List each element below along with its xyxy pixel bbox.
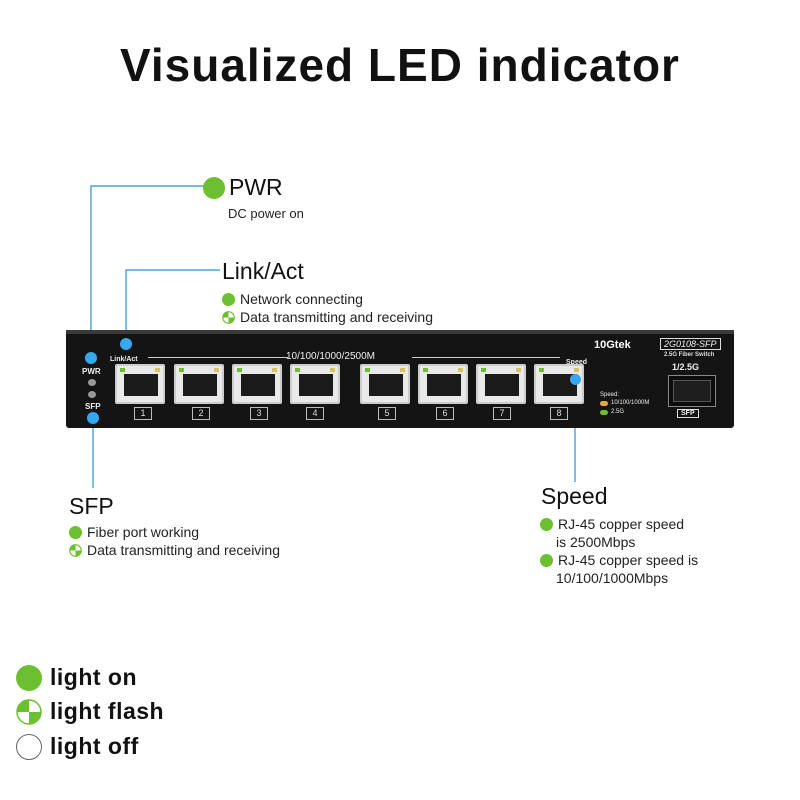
green-dot-icon xyxy=(203,176,225,199)
speed-legend-1: 10/100/1000M xyxy=(600,400,649,406)
legend-light-off-text: light off xyxy=(50,733,139,759)
sfp-port[interactable] xyxy=(668,375,716,407)
device-subtitle: 2.5G Fiber Switch xyxy=(664,352,715,358)
port-number: 2 xyxy=(192,407,210,420)
speed-legend-2-text: 2.5G xyxy=(611,409,625,415)
link-item-1: Network connecting xyxy=(222,290,363,308)
rj45-port-2[interactable] xyxy=(174,364,224,404)
port-number: 7 xyxy=(493,407,511,420)
speed-title: Speed xyxy=(541,483,608,509)
rj45-port-4[interactable] xyxy=(290,364,340,404)
sfp-label: SFP xyxy=(85,402,101,411)
sfp-title: SFP xyxy=(69,493,114,519)
amber-led-icon xyxy=(600,400,608,406)
green-led-icon xyxy=(600,409,608,415)
pwr-callout: PWR xyxy=(203,174,283,201)
pwr-label: PWR xyxy=(82,367,101,376)
brand-logo: 10Gtek xyxy=(594,339,631,351)
link-title: Link/Act xyxy=(222,258,304,284)
speed-item-1-line-2: is 2500Mbps xyxy=(556,534,636,550)
flash-dot-icon xyxy=(69,543,82,557)
speed-item-2-line-2: 10/100/1000Mbps xyxy=(556,570,669,586)
port-number: 5 xyxy=(378,407,396,420)
pwr-led-icon xyxy=(85,352,97,364)
green-dot-icon xyxy=(222,292,235,306)
speed-legend-2: 2.5G xyxy=(600,409,624,415)
legend-light-flash: light flash xyxy=(16,698,164,725)
rj45-port-6[interactable] xyxy=(418,364,468,404)
speed-item-2-line-1: RJ-45 copper speed is xyxy=(558,552,699,568)
sfp-item-1-text: Fiber port working xyxy=(87,524,200,540)
link-item-2: Data transmitting and receiving xyxy=(222,308,433,326)
rj45-port-8[interactable] xyxy=(534,364,584,404)
sfp-led-icon xyxy=(87,412,99,424)
speed-legend-1-text: 10/100/1000M xyxy=(611,400,650,406)
flash-dot-icon xyxy=(222,310,235,324)
sfp-port-label: SFP xyxy=(677,409,699,418)
ports-bracket-right xyxy=(412,357,560,358)
legend-light-off: light off xyxy=(16,733,139,760)
speed-label: Speed xyxy=(566,359,588,366)
rj45-port-3[interactable] xyxy=(232,364,282,404)
light-flash-icon xyxy=(16,698,42,725)
speed-item-1: RJ-45 copper speed is 2500Mbps xyxy=(540,515,684,551)
rj45-port-1[interactable] xyxy=(115,364,165,404)
legend-light-on: light on xyxy=(16,664,137,691)
ports-speed-label: 10/100/1000/2500M xyxy=(286,351,375,362)
legend-light-on-text: light on xyxy=(50,664,138,690)
link-item-1-text: Network connecting xyxy=(240,291,363,307)
green-dot-icon xyxy=(69,525,82,539)
speed-item-2: RJ-45 copper speed is 10/100/1000Mbps xyxy=(540,551,698,587)
green-dot-icon xyxy=(540,553,553,567)
led-icon xyxy=(88,391,96,398)
port-number: 6 xyxy=(436,407,454,420)
light-off-icon xyxy=(16,733,42,760)
page-title: Visualized LED indicator xyxy=(120,39,680,91)
pwr-title: PWR xyxy=(229,174,283,200)
speed-led-icon xyxy=(570,374,581,385)
port-number: 1 xyxy=(134,407,152,420)
rj45-port-7[interactable] xyxy=(476,364,526,404)
rj45-port-5[interactable] xyxy=(360,364,410,404)
port-number: 8 xyxy=(550,407,568,420)
sfp-item-2-text: Data transmitting and receiving xyxy=(87,542,280,558)
model-label: 2G0108-SFP xyxy=(660,338,721,350)
link-led-icon xyxy=(120,338,132,350)
switch-top-edge xyxy=(66,330,734,334)
link-label: Link/Act xyxy=(110,356,138,363)
legend-light-flash-text: light flash xyxy=(50,698,165,724)
light-on-icon xyxy=(16,664,42,691)
speed-legend-title: Speed: xyxy=(600,392,620,398)
ports-bracket-left xyxy=(148,357,288,358)
green-dot-icon xyxy=(540,517,553,531)
sfp-item-2: Data transmitting and receiving xyxy=(69,541,280,559)
link-item-2-text: Data transmitting and receiving xyxy=(240,309,433,325)
port-number: 4 xyxy=(306,407,324,420)
pwr-desc: DC power on xyxy=(228,206,304,221)
led-icon xyxy=(88,379,96,386)
sfp-port-speed-label: 1/2.5G xyxy=(672,362,700,372)
speed-item-1-line-1: RJ-45 copper speed xyxy=(558,516,685,532)
sfp-item-1: Fiber port working xyxy=(69,523,199,541)
port-number: 3 xyxy=(250,407,268,420)
